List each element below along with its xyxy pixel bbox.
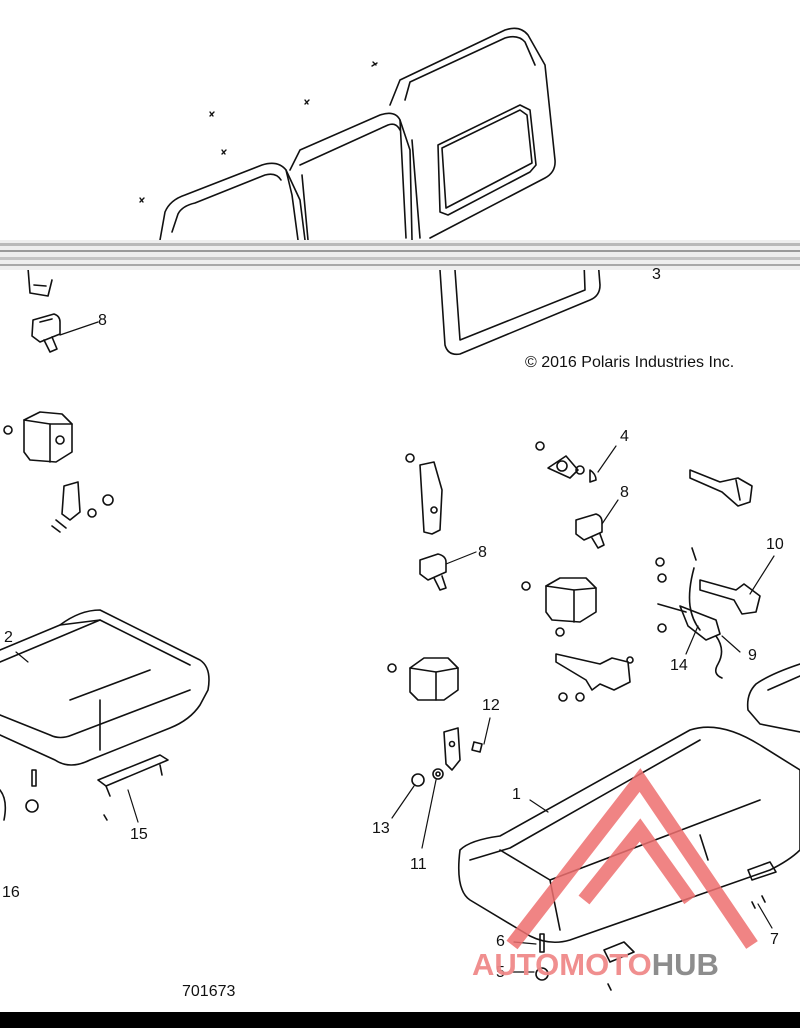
seat-back-left xyxy=(159,162,306,241)
callout-15: 15 xyxy=(130,826,148,843)
washer-11 xyxy=(432,768,444,780)
scan-noise-band xyxy=(0,240,800,270)
small-bracket-top-left xyxy=(27,267,53,297)
anchor-plate-left xyxy=(51,481,114,533)
callout-2: 2 xyxy=(4,629,13,646)
watermark-text: AUTOMOTOHUB xyxy=(472,947,719,983)
belt-assembly-center xyxy=(555,653,634,702)
seat-back-center xyxy=(289,112,413,241)
callout-1: 1 xyxy=(512,786,521,803)
hook-4 xyxy=(535,441,597,483)
seat-belt-buckle-8c xyxy=(575,513,605,549)
leader-1 xyxy=(529,799,549,813)
partial-part-left-edge xyxy=(0,789,7,821)
watermark-text-red: AUTOMOTO xyxy=(472,947,652,982)
callout-8a: 8 xyxy=(98,312,107,329)
callout-3: 3 xyxy=(652,266,661,283)
stud-6 xyxy=(539,933,545,953)
nut-13 xyxy=(411,773,425,787)
leader-4 xyxy=(597,445,617,473)
nut-5 xyxy=(535,967,549,981)
retractor-right-1 xyxy=(521,577,597,637)
watermark-text-gray: HUB xyxy=(651,947,719,982)
copyright-notice: © 2016 Polaris Industries Inc. xyxy=(525,354,735,371)
leader-2 xyxy=(15,651,29,663)
leader-8a xyxy=(59,321,99,336)
belt-strap-top-right xyxy=(689,469,753,507)
seat-back-lower xyxy=(439,259,601,356)
leader-10 xyxy=(749,555,775,595)
leader-9 xyxy=(721,635,741,653)
callout-12: 12 xyxy=(482,697,500,714)
callout-13: 13 xyxy=(372,820,390,837)
diagram-part-number: 701673 xyxy=(182,983,236,1000)
callout-9: 9 xyxy=(748,647,757,664)
callout-5: 5 xyxy=(496,964,505,981)
partial-cushion-right-edge xyxy=(746,663,800,733)
callout-4: 4 xyxy=(620,428,629,445)
retractor-left xyxy=(23,411,73,463)
callout-14: 14 xyxy=(670,657,688,674)
watermark-logo-triangle xyxy=(506,768,758,950)
callout-8c: 8 xyxy=(620,484,629,501)
anchor-bracket-center xyxy=(405,453,443,535)
bracket-bottom xyxy=(603,941,635,991)
seat-back-right xyxy=(389,27,556,239)
callout-7: 7 xyxy=(770,931,779,948)
callout-11: 11 xyxy=(410,856,427,873)
retractor-right-2 xyxy=(387,657,459,701)
leader-12 xyxy=(483,717,491,745)
small-nut-left xyxy=(3,425,13,435)
leader-14 xyxy=(685,625,699,655)
stud-left xyxy=(25,769,39,813)
callout-6: 6 xyxy=(496,933,505,950)
callout-10: 10 xyxy=(766,536,784,553)
leader-8c xyxy=(601,499,619,525)
anchor-plate-12 xyxy=(443,727,483,771)
callout-16: 16 xyxy=(2,884,20,901)
seat-belt-buckle-8b xyxy=(419,553,447,591)
callout-8b: 8 xyxy=(478,544,487,561)
seat-belt-buckle-8a xyxy=(31,313,61,353)
bracket-15 xyxy=(97,754,169,821)
seat-cushion-2 xyxy=(0,609,210,766)
leader-8b xyxy=(445,551,477,565)
belt-harness-9-10-14 xyxy=(655,547,761,679)
leader-15 xyxy=(127,789,139,823)
bottom-bar xyxy=(0,1012,800,1028)
leader-7 xyxy=(757,903,773,929)
screws-top xyxy=(139,61,378,203)
bracket-7 xyxy=(747,861,777,909)
leader-13 xyxy=(391,785,415,819)
leader-11 xyxy=(421,779,437,849)
